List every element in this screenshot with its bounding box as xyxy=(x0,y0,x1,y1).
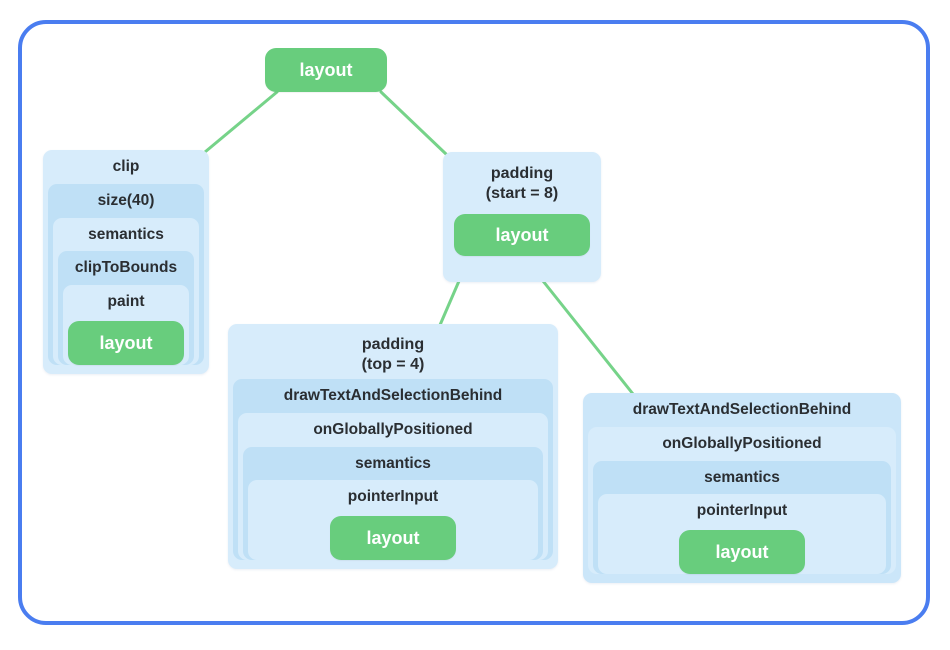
node-semantics: semantics clipToBounds paint layout xyxy=(53,217,199,366)
on-globally-positioned-label: onGloballyPositioned xyxy=(313,420,473,438)
paint-label: paint xyxy=(107,293,145,311)
node-semantics: semantics pointerInput layout xyxy=(243,446,543,561)
padding-start-title: padding xyxy=(490,165,554,182)
draw-text-label: drawTextAndSelectionBehind xyxy=(632,401,852,418)
node-draw-text-and-selection-behind: drawTextAndSelectionBehind onGloballyPos… xyxy=(233,379,553,561)
padding-start-label: padding (start = 8) xyxy=(443,152,601,205)
semantics-label: semantics xyxy=(355,454,431,472)
node-on-globally-positioned: onGloballyPositioned semantics pointerIn… xyxy=(238,412,548,561)
edge-padding-to-drawtext xyxy=(541,279,635,396)
node-padding-start: padding (start = 8) layout xyxy=(443,152,601,282)
node-layout-leaf: layout xyxy=(679,530,805,575)
semantics-label: semantics xyxy=(704,468,780,486)
padding-start-subtitle: (start = 8) xyxy=(485,184,559,202)
node-layout-root: layout xyxy=(265,48,387,92)
draw-text-label: drawTextAndSelectionBehind xyxy=(283,387,503,405)
node-semantics: semantics pointerInput layout xyxy=(593,460,891,575)
node-layout-leaf: layout xyxy=(68,321,184,366)
node-on-globally-positioned: onGloballyPositioned semantics pointerIn… xyxy=(588,426,896,575)
on-globally-positioned-label: onGloballyPositioned xyxy=(662,434,822,452)
size-40-label: size(40) xyxy=(97,191,155,209)
node-pointer-input: pointerInput layout xyxy=(248,480,538,561)
node-pointer-input: pointerInput layout xyxy=(598,494,886,575)
padding-top-subtitle: (top = 4) xyxy=(361,355,425,373)
node-size-40: size(40) semantics clipToBounds paint la… xyxy=(48,183,204,366)
pointer-input-label: pointerInput xyxy=(696,502,788,520)
semantics-label: semantics xyxy=(88,225,164,243)
node-clip: clip size(40) semantics clipToBounds pai… xyxy=(43,150,209,375)
clip-label: clip xyxy=(112,158,140,175)
edge-root-to-padding-start xyxy=(379,90,448,156)
node-draw-text-and-selection-behind: drawTextAndSelectionBehind onGloballyPos… xyxy=(583,393,901,584)
edge-root-to-clip xyxy=(203,90,279,154)
clip-to-bounds-label: clipToBounds xyxy=(74,259,178,277)
padding-top-label: padding (top = 4) xyxy=(228,324,558,379)
pointer-input-label: pointerInput xyxy=(347,488,439,506)
node-layout-leaf: layout xyxy=(330,516,456,561)
node-clip-to-bounds: clipToBounds paint layout xyxy=(58,251,194,366)
node-padding-top: padding (top = 4) drawTextAndSelectionBe… xyxy=(228,324,558,570)
padding-top-title: padding xyxy=(361,336,425,353)
node-paint: paint layout xyxy=(63,285,189,366)
edge-padding-to-padding-top xyxy=(438,279,461,327)
node-layout-leaf: layout xyxy=(454,214,590,257)
